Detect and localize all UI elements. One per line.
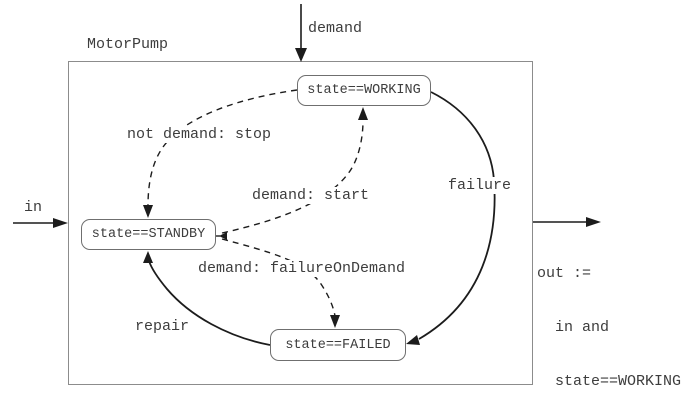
state-node-failed: state==FAILED (270, 329, 406, 361)
repair-arrowhead-icon (143, 251, 153, 263)
transition-start-label: demand: start (250, 187, 372, 204)
in-arrowhead-icon (53, 218, 68, 228)
output-expression-line1: out := (537, 265, 592, 282)
transition-repair-path (148, 260, 271, 346)
state-node-standby: state==STANDBY (81, 219, 216, 250)
module-title: MotorPump (85, 36, 171, 53)
failure-on-demand-arrowhead-icon (330, 315, 340, 328)
transition-failure-on-demand-label: demand: failureOnDemand (196, 260, 408, 277)
transition-stop-label: not demand: stop (125, 126, 274, 143)
transition-start-path (221, 120, 364, 234)
transition-failure-path (418, 91, 496, 340)
demand-arrowhead-icon (295, 48, 307, 62)
state-node-working: state==WORKING (297, 75, 431, 106)
state-node-failed-label: state==FAILED (285, 337, 391, 353)
transition-repair-label: repair (133, 318, 192, 335)
output-expression-line2: in and (555, 319, 610, 336)
in-input-label: in (22, 199, 45, 216)
start-arrowhead-icon (358, 107, 368, 120)
out-arrowhead-icon (586, 217, 601, 227)
failure-arrowhead-icon (406, 335, 420, 345)
stop-arrowhead-icon (143, 205, 153, 218)
output-expression: out := in and state==WORKING (537, 229, 681, 408)
state-node-standby-label: state==STANDBY (91, 227, 206, 242)
standby-right-arrowhead-icon (219, 232, 227, 240)
output-expression-line3: state==WORKING (555, 373, 682, 390)
transition-failure-on-demand-path (221, 238, 336, 317)
state-node-working-label: state==WORKING (307, 83, 421, 98)
transition-failure-label: failure (446, 177, 514, 194)
demand-input-label: demand (306, 20, 365, 37)
